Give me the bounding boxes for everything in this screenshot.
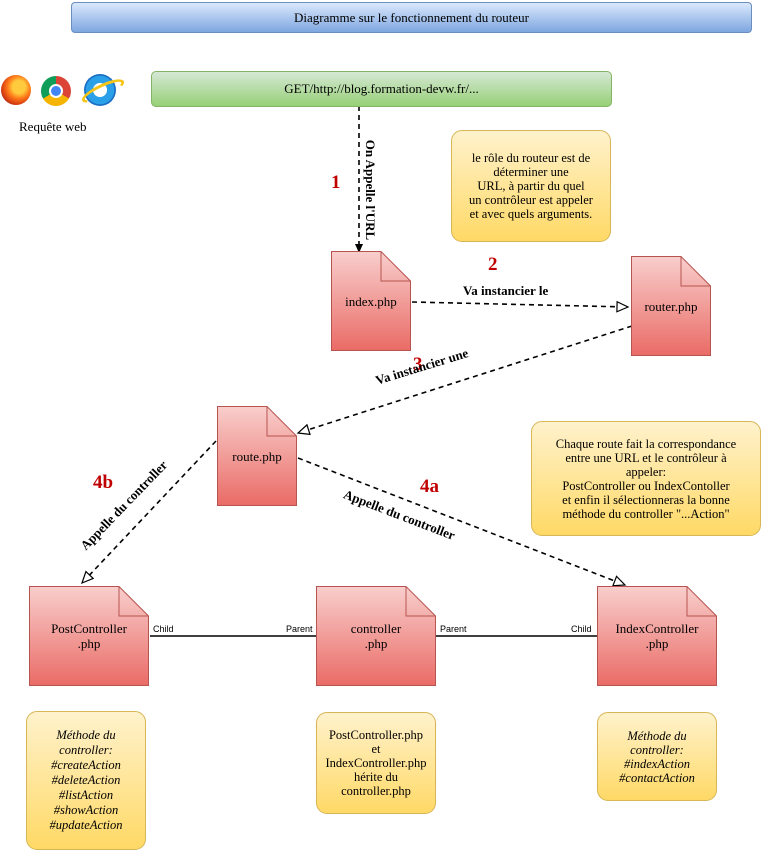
- edge-index-to-router: [411, 300, 630, 313]
- document-shape: [29, 586, 149, 686]
- route-php-label: route.php: [232, 448, 282, 464]
- edge-route-to-index-controller: [297, 457, 627, 587]
- document-shape: [331, 251, 411, 351]
- document-shape: [316, 586, 436, 686]
- internet-explorer-icon: [79, 74, 127, 108]
- post-methods-note: Méthode du controller: #createAction #de…: [26, 711, 146, 850]
- router-role-note: le rôle du routeur est de déterminer une…: [451, 130, 611, 242]
- controller-node: controller .php: [316, 586, 436, 686]
- step-4a-number: 4a: [420, 476, 439, 497]
- route-role-note: Chaque route fait la correspondance entr…: [531, 421, 761, 536]
- request-url-bar: GET/http://blog.formation-devw.fr/...: [151, 71, 612, 107]
- controller-parent-right-label: Parent: [440, 624, 467, 634]
- instantiate-router-label: Va instancier le: [463, 283, 549, 298]
- step-3-number: 3: [413, 354, 423, 375]
- document-shape: [631, 256, 711, 356]
- index-methods-note: Méthode du controller: #indexAction #con…: [597, 712, 717, 801]
- post-methods-text: Méthode du controller: #createAction #de…: [49, 728, 123, 832]
- step-2-number: 2: [488, 254, 498, 275]
- document-shape: [217, 406, 297, 506]
- firefox-icon: [1, 75, 31, 105]
- edge-router-to-route: [296, 325, 633, 436]
- inheritance-note: PostController.php et IndexController.ph…: [316, 712, 436, 814]
- route-php-node: route.php: [217, 406, 297, 506]
- router-php-node: router.php: [631, 256, 711, 356]
- edge-route-to-post-controller: [81, 440, 217, 585]
- post-controller-label: PostController .php: [51, 621, 127, 651]
- call-url-label: On Appelle l'URL: [363, 139, 379, 241]
- index-controller-node: IndexController .php: [597, 586, 717, 686]
- diagram-title: Diagramme sur le fonctionnement du route…: [71, 2, 752, 33]
- index-php-node: index.php: [331, 251, 411, 351]
- web-request-label: Requête web: [19, 119, 87, 134]
- step-4b-number: 4b: [93, 472, 114, 493]
- controller-label: controller .php: [350, 621, 402, 651]
- index-child-label: Child: [571, 624, 592, 634]
- chrome-icon: [41, 76, 71, 106]
- index-php-label: index.php: [345, 293, 397, 309]
- post-controller-node: PostController .php: [29, 586, 149, 686]
- step-1-number: 1: [331, 172, 341, 193]
- index-controller-label: IndexController .php: [615, 621, 699, 651]
- controller-parent-left-label: Parent: [286, 624, 313, 634]
- document-shape: [597, 586, 717, 686]
- post-child-label: Child: [153, 624, 174, 634]
- router-php-label: router.php: [644, 298, 698, 314]
